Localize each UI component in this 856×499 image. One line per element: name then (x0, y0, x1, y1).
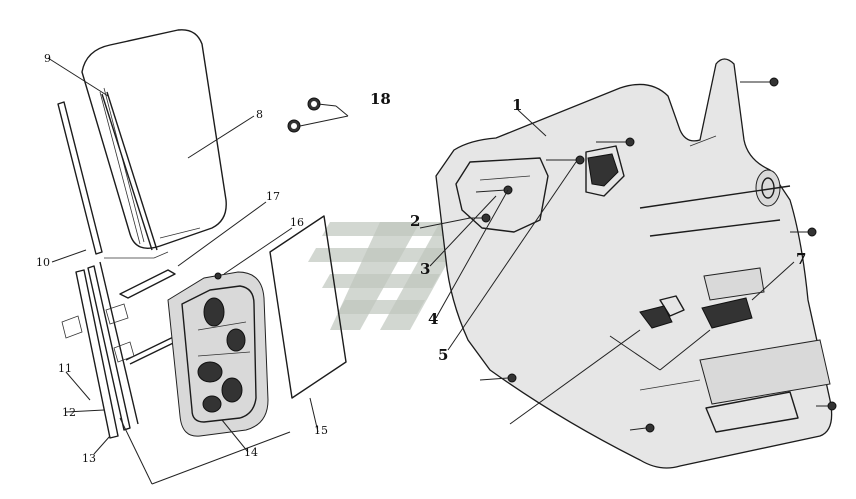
screw-upper-1 (596, 137, 635, 147)
callout-3: 3 (420, 260, 430, 278)
callout-15: 15 (314, 424, 328, 437)
callout-9: 9 (44, 52, 51, 65)
callout-8: 8 (256, 108, 263, 121)
callout-18: 18 (370, 90, 391, 108)
callout-14: 14 (244, 446, 258, 459)
screw-top-right (740, 77, 779, 87)
window-regulator-part (167, 271, 269, 437)
screw-bottom (629, 423, 655, 433)
screw-upper-2 (546, 155, 585, 165)
callout-10: 10 (36, 256, 50, 269)
screw-lower-left (479, 373, 517, 383)
callout-4: 4 (428, 310, 438, 328)
callout-12a: 12 (62, 406, 76, 419)
leader-lines (47, 57, 795, 485)
run-channel-part (57, 91, 158, 255)
callout-7: 7 (796, 250, 806, 268)
callout-1: 1 (512, 96, 522, 114)
screw-right-mid (790, 227, 817, 237)
glass-panel-part (81, 29, 227, 249)
callout-11: 11 (58, 362, 72, 375)
screw-left-2 (468, 213, 491, 223)
clip-parts (287, 97, 321, 133)
callout-5: 5 (438, 346, 448, 364)
screw-fasteners (468, 77, 837, 433)
callout-17: 17 (266, 190, 280, 203)
callout-labels: 9 8 17 16 10 11 12 13 14 15 18 1 2 3 4 5… (36, 52, 806, 465)
door-trim-panel-part (435, 58, 833, 469)
callout-16: 16 (290, 216, 304, 229)
sheet-part (269, 215, 347, 399)
screw-bottom-right (816, 401, 837, 411)
callout-13: 13 (82, 452, 96, 465)
callout-2: 2 (410, 212, 420, 230)
